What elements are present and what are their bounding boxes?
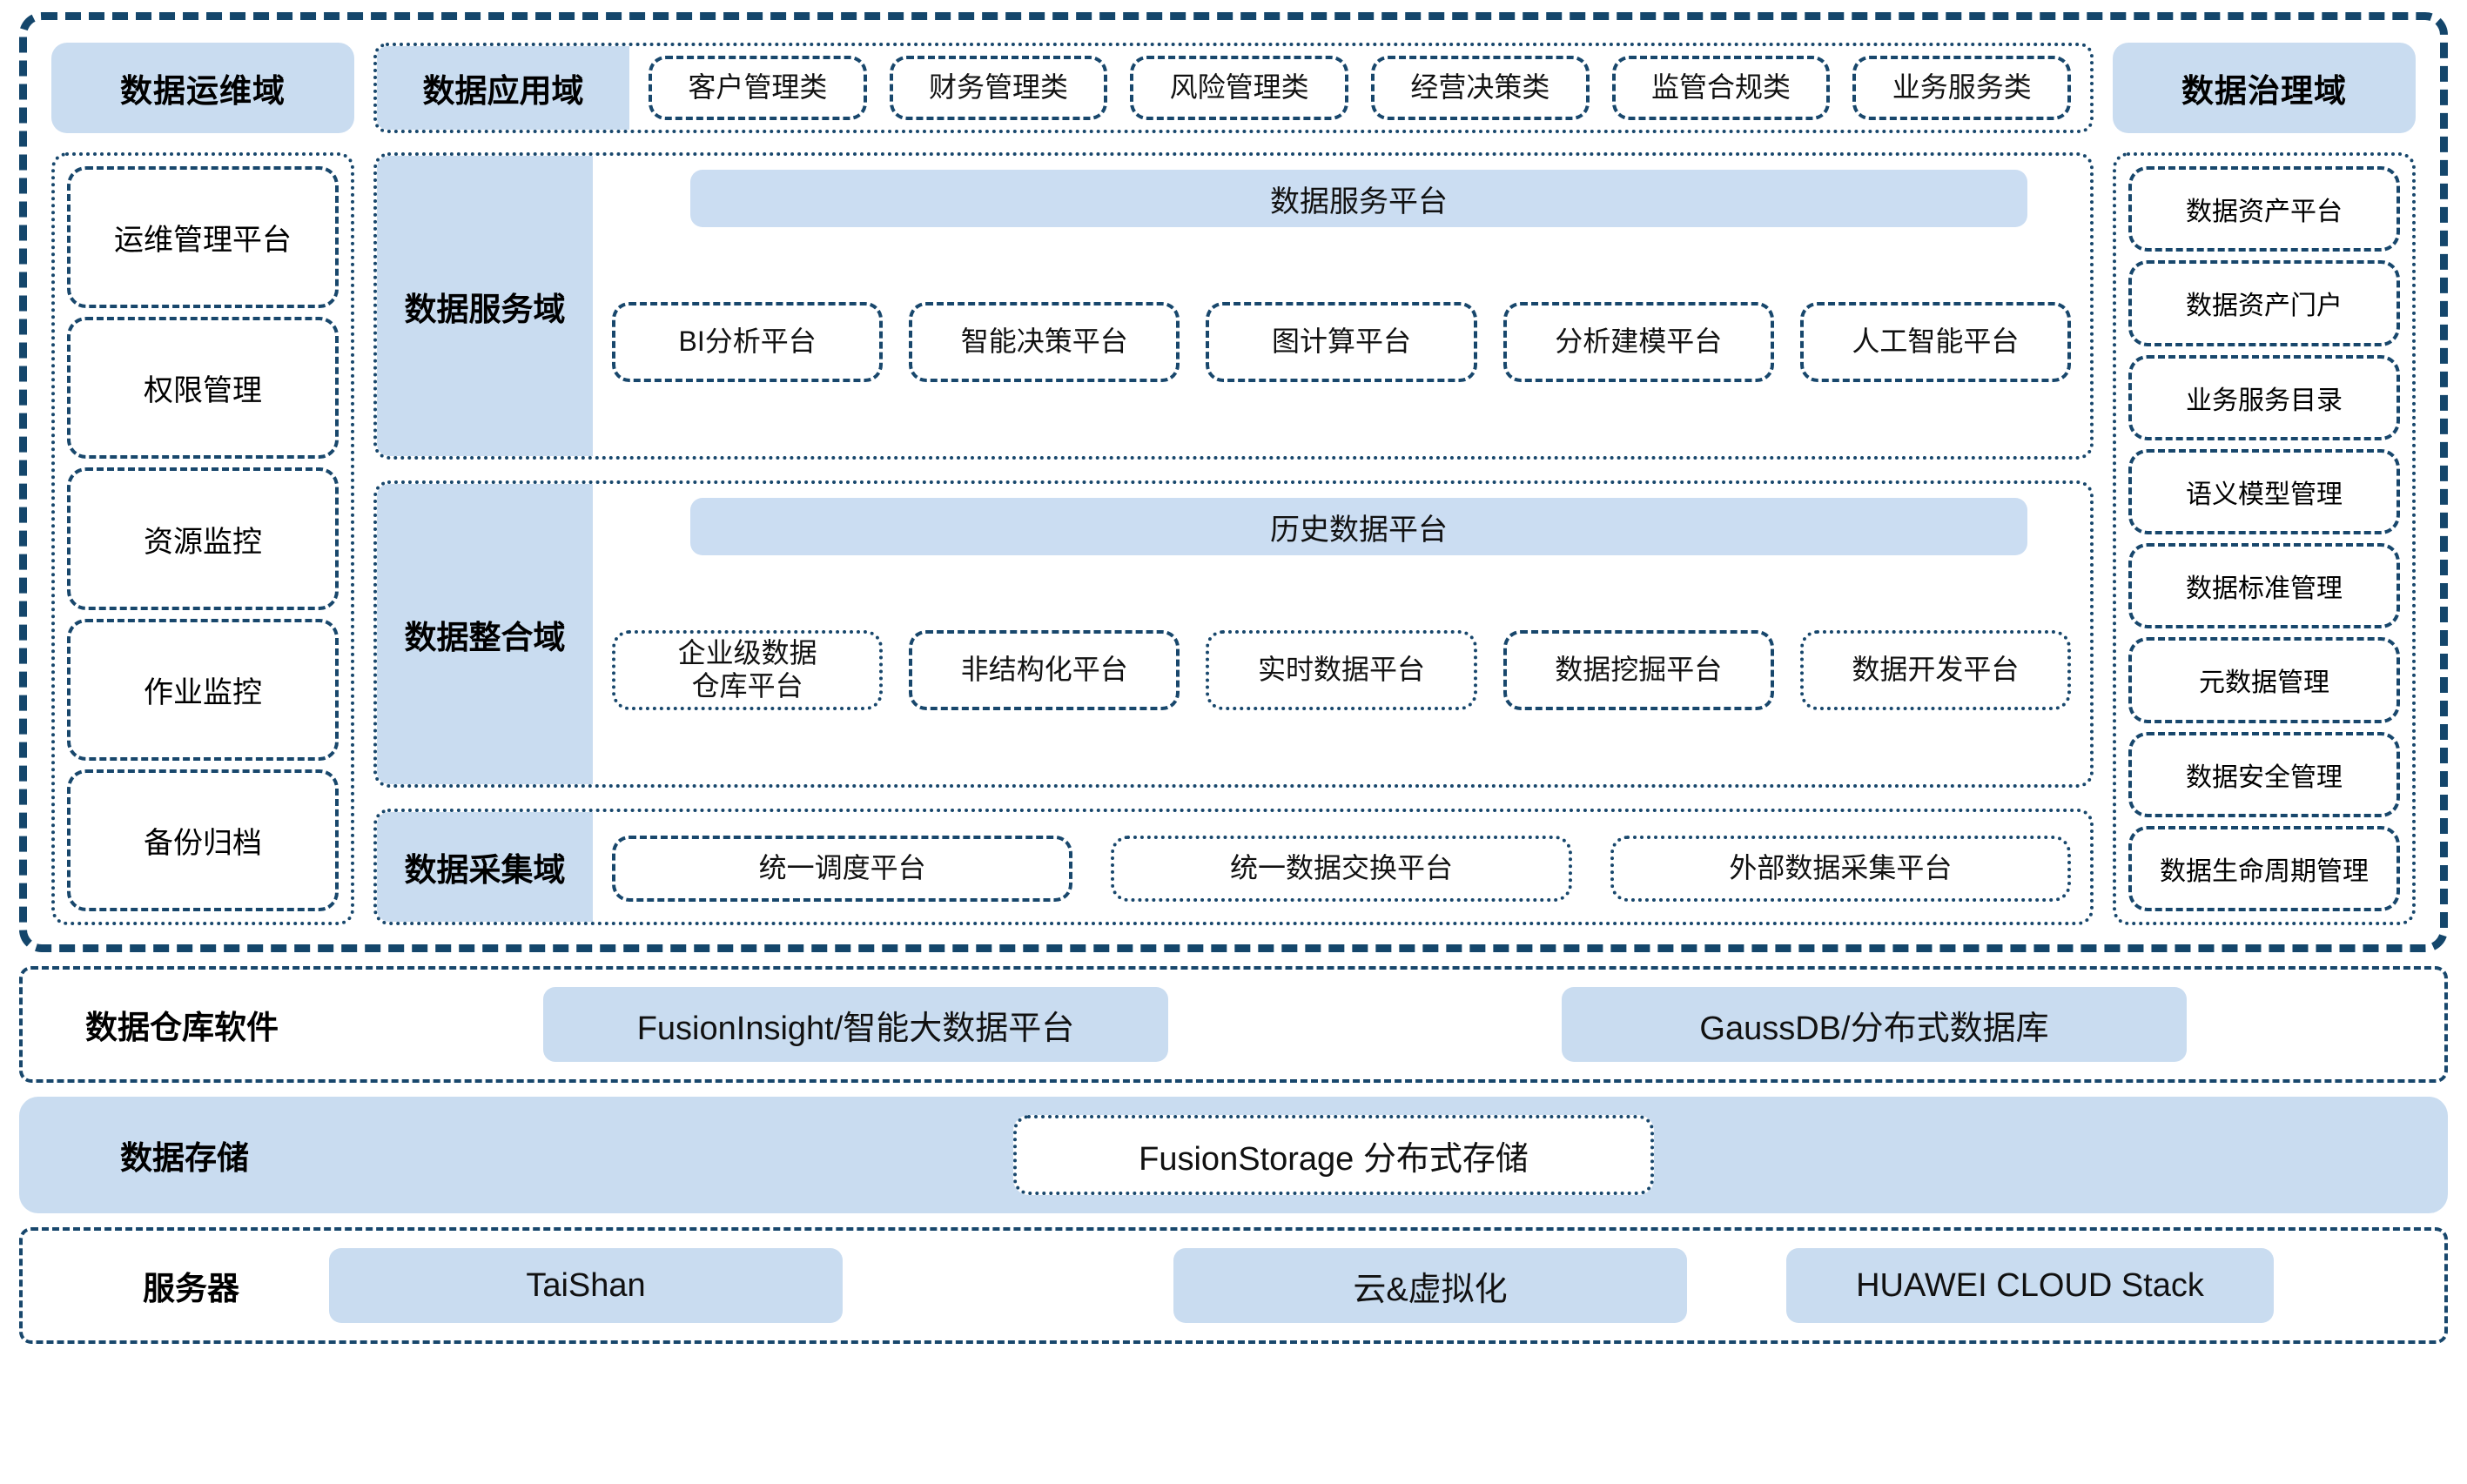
server-item[interactable]: 云&虚拟化 <box>1173 1248 1687 1323</box>
governance-domain-item[interactable]: 数据资产平台 <box>2128 166 2400 252</box>
service-platform-bar: 数据服务平台 <box>690 170 2027 227</box>
data-storage-layer: 数据存储 FusionStorage 分布式存储 <box>19 1097 2448 1213</box>
service-tile-row: BI分析平台 智能决策平台 图计算平台 分析建模平台 人工智能平台 <box>612 239 2072 440</box>
integration-tile[interactable]: 非结构化平台 <box>909 629 1180 710</box>
app-category-item[interactable]: 经营决策类 <box>1371 56 1590 120</box>
governance-domain-item[interactable]: 数据资产门户 <box>2128 260 2400 346</box>
ops-domain-item[interactable]: 资源监控 <box>67 467 339 610</box>
ops-domain-title: 数据运维域 <box>51 43 354 133</box>
ops-domain-list: 运维管理平台 权限管理 资源监控 作业监控 备份归档 <box>51 152 354 925</box>
ops-domain-item[interactable]: 运维管理平台 <box>67 166 339 309</box>
service-tile[interactable]: 人工智能平台 <box>1799 301 2072 382</box>
governance-domain-item[interactable]: 语义模型管理 <box>2128 448 2400 534</box>
integration-domain-body: 历史数据平台 企业级数据 仓库平台 非结构化平台 实时数据平台 数据挖掘平台 数… <box>593 484 2090 784</box>
server-layer: 服务器 TaiShan 云&虚拟化 HUAWEI CLOUD Stack <box>19 1227 2448 1344</box>
application-domain-container: 数据应用域 客户管理类 财务管理类 风险管理类 经营决策类 监管合规类 业务服务… <box>373 43 2094 133</box>
collection-tile[interactable]: 统一数据交换平台 <box>1111 836 1572 902</box>
collection-tile[interactable]: 外部数据采集平台 <box>1610 836 2071 902</box>
server-label: 服务器 <box>143 1271 239 1306</box>
governance-domain-item[interactable]: 数据生命周期管理 <box>2128 825 2400 911</box>
integration-domain-band: 数据整合域 历史数据平台 企业级数据 仓库平台 非结构化平台 实时数据平台 数据… <box>373 480 2094 788</box>
server-item[interactable]: TaiShan <box>329 1248 843 1323</box>
integration-tile-row: 企业级数据 仓库平台 非结构化平台 实时数据平台 数据挖掘平台 数据开发平台 <box>612 567 2072 769</box>
integration-platform-bar: 历史数据平台 <box>690 498 2027 555</box>
governance-domain-item[interactable]: 业务服务目录 <box>2128 354 2400 440</box>
app-category-item[interactable]: 风险管理类 <box>1130 56 1349 120</box>
data-storage-label: 数据存储 <box>120 1140 249 1176</box>
application-domain-title: 数据应用域 <box>377 46 629 130</box>
governance-domain-title: 数据治理域 <box>2113 43 2416 133</box>
integration-tile[interactable]: 实时数据平台 <box>1206 629 1477 710</box>
integration-tile[interactable]: 数据挖掘平台 <box>1502 629 1774 710</box>
app-category-item[interactable]: 客户管理类 <box>649 56 867 120</box>
app-category-item[interactable]: 财务管理类 <box>889 56 1108 120</box>
platform-body: 运维管理平台 权限管理 资源监控 作业监控 备份归档 数据服务域 数据服务平台 … <box>51 152 2416 925</box>
service-tile[interactable]: BI分析平台 <box>612 301 884 382</box>
warehouse-software-item[interactable]: GaussDB/分布式数据库 <box>1562 987 2187 1062</box>
integration-tile[interactable]: 企业级数据 仓库平台 <box>612 629 884 710</box>
ops-domain-item[interactable]: 权限管理 <box>67 317 339 460</box>
governance-domain-item[interactable]: 数据标准管理 <box>2128 543 2400 629</box>
collection-tile-row: 统一调度平台 统一数据交换平台 外部数据采集平台 <box>612 824 2071 910</box>
app-category-item[interactable]: 监管合规类 <box>1611 56 1831 120</box>
app-category-item[interactable]: 业务服务类 <box>1852 56 2072 120</box>
warehouse-software-label: 数据仓库软件 <box>85 1010 279 1045</box>
service-domain-band: 数据服务域 数据服务平台 BI分析平台 智能决策平台 图计算平台 分析建模平台 … <box>373 152 2094 460</box>
server-item[interactable]: HUAWEI CLOUD Stack <box>1786 1248 2274 1323</box>
governance-domain-item[interactable]: 元数据管理 <box>2128 637 2400 723</box>
warehouse-software-item[interactable]: FusionInsight/智能大数据平台 <box>543 987 1168 1062</box>
governance-domain-list: 数据资产平台 数据资产门户 业务服务目录 语义模型管理 数据标准管理 元数据管理… <box>2113 152 2416 925</box>
data-platform-frame: 数据运维域 数据应用域 客户管理类 财务管理类 风险管理类 经营决策类 监管合规… <box>19 12 2448 952</box>
center-domain-column: 数据服务域 数据服务平台 BI分析平台 智能决策平台 图计算平台 分析建模平台 … <box>373 152 2094 925</box>
service-tile[interactable]: 分析建模平台 <box>1502 301 1774 382</box>
integration-domain-title: 数据整合域 <box>377 484 593 784</box>
collection-tile[interactable]: 统一调度平台 <box>612 836 1073 902</box>
top-domain-row: 数据运维域 数据应用域 客户管理类 财务管理类 风险管理类 经营决策类 监管合规… <box>51 43 2416 133</box>
ops-domain-item[interactable]: 备份归档 <box>67 769 339 912</box>
service-tile[interactable]: 图计算平台 <box>1206 301 1477 382</box>
infrastructure-stack: 数据仓库软件 FusionInsight/智能大数据平台 GaussDB/分布式… <box>19 966 2448 1344</box>
service-tile[interactable]: 智能决策平台 <box>909 301 1180 382</box>
service-domain-title: 数据服务域 <box>377 156 593 456</box>
data-storage-item[interactable]: FusionStorage 分布式存储 <box>1013 1115 1654 1195</box>
service-domain-body: 数据服务平台 BI分析平台 智能决策平台 图计算平台 分析建模平台 人工智能平台 <box>593 156 2090 456</box>
warehouse-software-layer: 数据仓库软件 FusionInsight/智能大数据平台 GaussDB/分布式… <box>19 966 2448 1083</box>
governance-domain-item[interactable]: 数据安全管理 <box>2128 731 2400 817</box>
collection-domain-band: 数据采集域 统一调度平台 统一数据交换平台 外部数据采集平台 <box>373 809 2094 925</box>
integration-tile[interactable]: 数据开发平台 <box>1799 629 2072 710</box>
application-category-list: 客户管理类 财务管理类 风险管理类 经营决策类 监管合规类 业务服务类 <box>629 46 2090 130</box>
collection-domain-body: 统一调度平台 统一数据交换平台 外部数据采集平台 <box>593 812 2090 922</box>
collection-domain-title: 数据采集域 <box>377 812 593 922</box>
ops-domain-item[interactable]: 作业监控 <box>67 618 339 761</box>
